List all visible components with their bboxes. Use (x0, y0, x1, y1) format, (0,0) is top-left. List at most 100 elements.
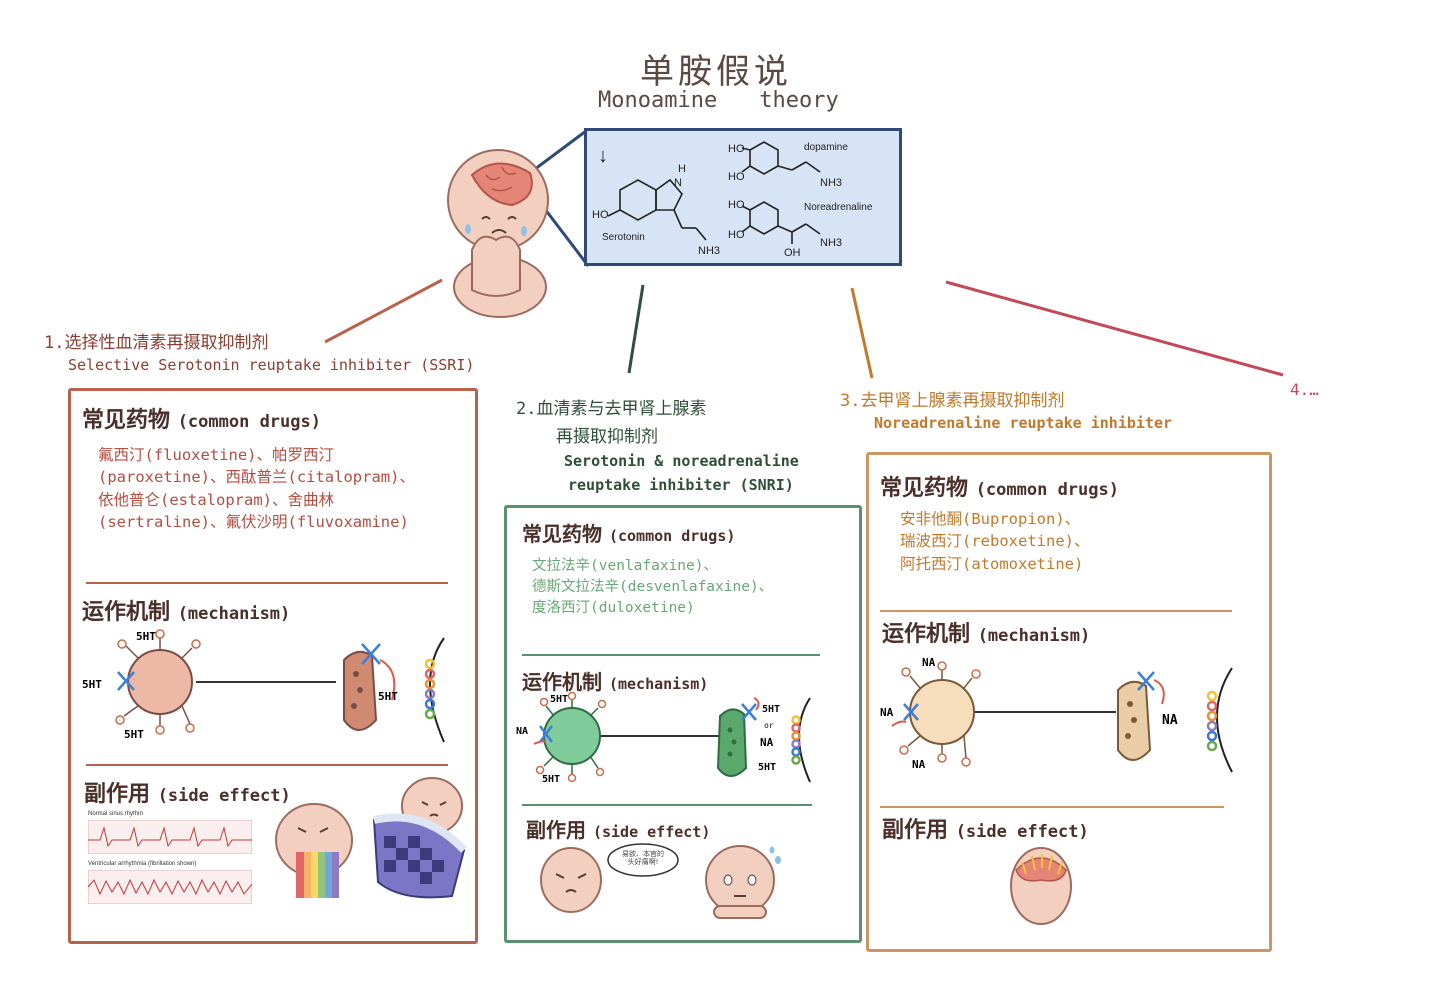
ssri-title-cn: 1.选择性血清素再摄取抑制剂 (44, 333, 269, 353)
serotonin-structure (607, 178, 707, 241)
snri-label-r4: 5HT (758, 762, 776, 773)
snri-mech-heading: 运作机制 (mechanism) (522, 666, 708, 695)
snri-drugs-heading-en: (common drugs) (608, 527, 736, 545)
ecg-normal-strip (88, 820, 252, 854)
nri-drug-line: 阿托西汀(atomoxetine) (900, 554, 1084, 573)
nri-drugs-heading-en: (common drugs) (975, 480, 1119, 500)
ecg-normal-label: Normal sinus rhythm (88, 811, 144, 817)
snri-label-r3: NA (760, 736, 774, 749)
dopamine-structure (741, 141, 821, 175)
snri-title-cn-1: 2.血清素与去甲肾上腺素 (516, 399, 707, 419)
noradrenaline-nh3: NH3 (820, 237, 842, 249)
ssri-label-top: 5HT (136, 630, 156, 643)
ssri-label-bottom: 5HT (124, 728, 144, 741)
bubble-line-1: 易欲、本官的 (622, 850, 664, 858)
noradrenaline-structure (741, 201, 821, 244)
ssri-drug-line: 依他普仑(estalopram)、舍曲林 (98, 490, 334, 509)
ssri-label-right: 5HT (378, 690, 398, 703)
serotonin-ho: HO (592, 209, 609, 221)
ssri-title-en: Selective Serotonin reuptake inhibiter (… (68, 356, 475, 374)
ssri-mech-heading-en: (mechanism) (177, 604, 291, 624)
nri-drug-line: 瑞波西汀(reboxetine)、 (900, 532, 1090, 551)
ssri-box (68, 388, 478, 944)
ssri-mech-heading-cn: 运作机制 (82, 600, 171, 625)
speech-bubble-text: 易欲、本官的 头好痛啊! (612, 850, 674, 867)
nri-mechanism-diagram: NA NA NA NA (880, 656, 1233, 773)
ssri-drugs-heading-cn: 常见药物 (82, 408, 171, 433)
speech-bubble (607, 843, 679, 877)
nri-divider (880, 610, 1232, 612)
ecg-arrhythmia-label: Ventricular arrhythmia (fibrillation sho… (88, 861, 197, 867)
nri-mech-heading-cn: 运作机制 (882, 622, 971, 647)
serotonin-nh3: NH3 (698, 245, 720, 257)
ssri-side-heading: 副作用 (side effect) (84, 776, 291, 808)
noradrenaline-ho-1: HO (728, 199, 745, 211)
nri-mech-heading-en: (mechanism) (977, 626, 1091, 646)
snri-label-top: 5HT (550, 694, 568, 705)
snri-label-r1: 5HT (762, 704, 780, 715)
nri-neuron-body (909, 679, 975, 745)
ssri-drugs-heading: 常见药物 (common drugs) (82, 402, 321, 434)
snri-drug-line: 德斯文拉法辛(desvenlafaxine)、 (532, 579, 774, 596)
snri-mechanism-diagram: 5HT NA 5HT 5HT or NA 5HT (516, 691, 811, 785)
ssri-divider-2 (86, 764, 448, 766)
snri-mech-heading-cn: 运作机制 (522, 670, 602, 694)
nri-title-cn: 3.去甲肾上腺素再摄取抑制剂 (840, 391, 1065, 411)
ssri-drug-line: 氟西汀(fluoxetine)、帕罗西汀 (98, 446, 334, 464)
noradrenaline-label: Noreadrenaline (804, 202, 873, 213)
block-x-icon (741, 703, 757, 721)
nri-side-heading: 副作用 (side effect) (882, 812, 1089, 844)
ssri-side-heading-en: (side effect) (157, 786, 291, 806)
character-arms (471, 235, 521, 297)
title-chinese: 单胺假说 (640, 52, 792, 92)
snri-label-bottom: 5HT (542, 774, 560, 785)
snri-side-heading-cn: 副作用 (526, 818, 586, 842)
block-x-icon (117, 671, 135, 691)
dopamine-ho-2: HO (728, 171, 745, 183)
nri-side-heading-en: (side effect) (955, 822, 1089, 842)
nri-label-bottom: NA (912, 758, 926, 771)
nri-drug-line: 安非他酮(Bupropion)、 (900, 510, 1081, 528)
snri-title-en-1: Serotonin & noreadrenaline (564, 452, 799, 470)
snri-drug-list: 文拉法辛(venlafaxine)、 德斯文拉法辛(desvenlafaxine… (532, 556, 773, 619)
snri-drug-line: 度洛西汀(duloxetine) (532, 600, 695, 617)
ssri-drug-list: 氟西汀(fluoxetine)、帕罗西汀 (paroxetine)、西酞普兰(c… (98, 444, 415, 534)
nri-drug-list: 安非他酮(Bupropion)、 瑞波西汀(reboxetine)、 阿托西汀(… (900, 508, 1089, 575)
title-english-1: Monoamine (598, 88, 718, 113)
ssri-drugs-heading-en: (common drugs) (177, 412, 321, 432)
snri-side-heading: 副作用 (side effect) (526, 814, 710, 843)
nri-drugs-heading: 常见药物 (common drugs) (880, 470, 1119, 502)
more-title: 4.… (1290, 380, 1319, 399)
dopamine-ho-1: HO (728, 143, 745, 155)
nri-label-left: NA (880, 706, 894, 719)
nri-box (866, 452, 1272, 952)
snri-drug-line: 文拉法辛(venlafaxine)、 (532, 558, 718, 574)
ssri-mech-heading: 运作机制 (mechanism) (82, 594, 290, 626)
snri-label-r2: or (764, 721, 774, 730)
branch-line-snri (627, 284, 645, 374)
blanket-character (372, 777, 467, 899)
sad-mouth (491, 229, 507, 234)
snri-divider-2 (522, 804, 812, 806)
snri-mech-heading-en: (mechanism) (608, 675, 709, 693)
title-english: Monoamine theory (598, 88, 839, 113)
nri-label-right: NA (1162, 713, 1178, 728)
snri-neuron-body (543, 707, 601, 765)
ssri-drug-line: (sertraline)、氟伏沙明(fluvoxamine) (98, 513, 409, 532)
snri-label-left: NA (516, 726, 528, 737)
nri-label-top: NA (922, 656, 936, 669)
ecg-arrhythmia-strip (88, 870, 252, 904)
snri-box (504, 505, 862, 943)
nri-mech-heading: 运作机制 (mechanism) (882, 616, 1090, 648)
headache-character-3 (1010, 847, 1072, 925)
sad-character (447, 149, 549, 318)
branch-line-nri (850, 287, 874, 379)
snri-side-heading-en: (side effect) (592, 823, 711, 841)
brain-icon (470, 162, 533, 207)
nri-divider-2 (880, 806, 1224, 808)
title-english-2: theory (759, 88, 839, 113)
ssri-divider (86, 582, 448, 584)
branch-line-more (945, 280, 1284, 377)
snri-drugs-heading: 常见药物 (common drugs) (522, 518, 735, 547)
noradrenaline-ho-2: HO (728, 229, 745, 241)
